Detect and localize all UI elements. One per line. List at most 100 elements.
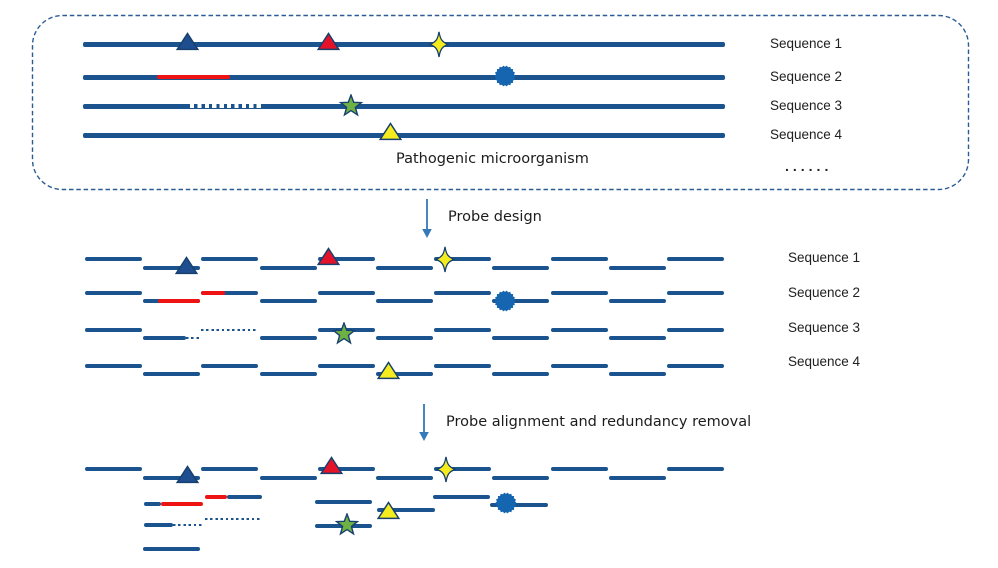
burst-circle-blue-marker xyxy=(494,290,516,312)
red-region-overlay xyxy=(157,74,230,80)
star-green-marker xyxy=(334,511,360,536)
down-arrow-step-2 xyxy=(417,404,431,441)
probe-segment xyxy=(492,372,549,376)
probe-segment xyxy=(492,299,549,303)
sequence-line xyxy=(83,74,725,80)
sequence-label: Sequence 1 xyxy=(770,36,843,51)
probe-segment xyxy=(434,467,491,471)
probe-segment xyxy=(376,266,433,270)
probe-segment xyxy=(85,364,142,368)
red-region-overlay xyxy=(158,299,200,303)
probe-segment xyxy=(376,372,433,376)
probe-segment-dotted xyxy=(201,329,258,332)
probe-segment xyxy=(551,328,608,332)
probe-segment xyxy=(201,467,258,471)
probe-segment xyxy=(260,372,317,376)
probe-segment xyxy=(492,266,549,270)
sequence-label: Sequence 1 xyxy=(788,250,861,265)
probe-segment xyxy=(85,467,142,471)
sequence-line xyxy=(83,103,725,109)
red-region-overlay xyxy=(161,502,203,506)
probe-segment xyxy=(85,328,142,332)
probe-segment xyxy=(551,257,608,261)
sequence-label: Sequence 2 xyxy=(770,69,843,84)
probe-segment xyxy=(144,523,173,527)
probe-segment xyxy=(376,336,433,340)
probe-segment xyxy=(376,476,433,480)
probe-segment xyxy=(609,266,666,270)
red-region-overlay xyxy=(205,495,227,499)
probe-segment xyxy=(318,291,375,295)
probe-segment xyxy=(143,476,200,480)
dashed-region-overlay xyxy=(190,104,262,108)
probe-segment xyxy=(433,495,490,499)
triangle-blue-marker xyxy=(174,255,198,275)
sparkle-yellow-marker xyxy=(435,456,457,483)
probe-segment xyxy=(434,291,491,295)
probe-segment xyxy=(609,336,666,340)
probe-segment xyxy=(434,328,491,332)
triangle-blue-marker xyxy=(175,464,199,484)
probe-segment-dotted xyxy=(205,518,262,521)
sparkle-yellow-marker xyxy=(434,246,456,273)
probe-segment xyxy=(143,266,200,270)
probe-segment xyxy=(609,372,666,376)
probe-segment xyxy=(143,547,200,551)
sequence-label: Sequence 4 xyxy=(788,354,861,369)
triangle-red-marker xyxy=(316,246,340,266)
down-arrow-step-1 xyxy=(420,199,434,238)
probe-segment xyxy=(318,467,375,471)
probe-segment xyxy=(609,299,666,303)
probe-segment xyxy=(551,364,608,368)
probe-segment xyxy=(85,291,142,295)
probe-segment-dotted xyxy=(186,337,200,340)
probe-segment xyxy=(260,476,317,480)
burst-circle-blue-marker xyxy=(494,65,516,87)
triangle-yellow-marker xyxy=(376,500,400,520)
probe-segment xyxy=(143,372,200,376)
probe-segment xyxy=(85,257,142,261)
probe-segment xyxy=(315,500,372,504)
triangle-yellow-marker xyxy=(378,121,402,141)
probe-segment xyxy=(667,257,724,261)
step-label-alignment-removal: Probe alignment and redundancy removal xyxy=(446,414,752,430)
probe-segment xyxy=(667,364,724,368)
probe-segment xyxy=(667,291,724,295)
triangle-blue-marker xyxy=(175,31,199,51)
star-green-marker xyxy=(331,320,357,345)
sequence-label: Sequence 4 xyxy=(770,127,843,142)
probe-segment xyxy=(667,467,724,471)
probe-segment xyxy=(260,336,317,340)
probe-segment xyxy=(434,364,491,368)
sequence-line xyxy=(83,41,725,47)
sequence-line xyxy=(83,132,725,138)
probe-segment xyxy=(377,508,435,512)
probe-segment xyxy=(609,476,666,480)
sparkle-yellow-marker xyxy=(428,31,450,58)
pathogen-genome-box xyxy=(31,14,970,191)
probe-segment xyxy=(144,502,161,506)
sequence-label: Sequence 2 xyxy=(788,285,861,300)
probe-segment xyxy=(143,336,186,340)
probe-segment-dotted xyxy=(173,524,202,527)
sequence-label: Sequence 3 xyxy=(788,320,861,335)
probe-segment xyxy=(492,476,549,480)
red-region-overlay xyxy=(201,291,225,295)
probe-segment xyxy=(318,364,375,368)
triangle-red-marker xyxy=(319,455,343,475)
probe-segment xyxy=(490,503,548,507)
probe-segment xyxy=(201,364,258,368)
probe-segment xyxy=(318,257,375,261)
probe-segment xyxy=(434,257,491,261)
probe-segment xyxy=(667,328,724,332)
step-label-probe-design: Probe design xyxy=(448,209,542,225)
probe-segment xyxy=(376,299,433,303)
probe-segment xyxy=(551,467,608,471)
probe-segment xyxy=(227,495,262,499)
more-sequences-ellipsis: ...... xyxy=(785,158,833,174)
dashed-border xyxy=(31,14,970,191)
probe-segment xyxy=(260,266,317,270)
probe-segment xyxy=(201,257,258,261)
probe-segment xyxy=(492,336,549,340)
